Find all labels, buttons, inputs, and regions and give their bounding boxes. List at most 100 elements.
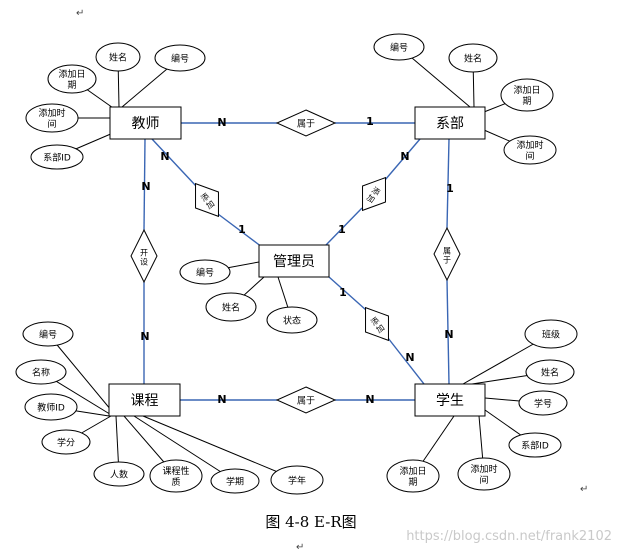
course-attribute	[41, 429, 91, 455]
student-attribute	[525, 359, 575, 385]
entity-student	[414, 383, 486, 417]
relationship-admin_student: 添加	[365, 306, 389, 342]
cardinality-label: 1	[338, 223, 346, 236]
paragraph-mark-top: ↵	[76, 8, 85, 19]
relationship-label: 属于	[297, 396, 315, 407]
student-attribute-label: 学号	[534, 397, 552, 409]
course-attribute	[15, 359, 67, 385]
relationship-course_student: 属于	[275, 386, 337, 414]
relationship-label: 属于	[297, 119, 315, 130]
teacher-attribute-label: 姓名	[109, 51, 127, 63]
course-attribute	[149, 459, 203, 493]
entity-course-label: 课程	[131, 393, 159, 409]
course-attr-connector	[142, 415, 298, 481]
course-attribute	[93, 461, 145, 487]
entity-student-label: 学生	[436, 393, 464, 409]
cardinality-label: N	[217, 393, 226, 406]
watermark: https://blog.csdn.net/frank2102	[406, 529, 612, 544]
relationship-diamond	[275, 109, 337, 137]
cardinality-label: N	[160, 150, 169, 163]
relationship-diamond	[362, 176, 386, 212]
student-attribute	[508, 432, 562, 458]
entity-admin	[258, 244, 330, 278]
admin-attribute	[179, 259, 231, 285]
department-attribute-label: 编号	[390, 41, 408, 53]
course-attribute-label: 名称	[32, 366, 50, 378]
paragraph-mark-bottom: ↵	[296, 542, 305, 553]
teacher-attribute-label: 编号	[171, 52, 189, 64]
course-attribute	[270, 465, 324, 495]
course-attribute	[24, 393, 78, 421]
cardinality-label: N	[141, 180, 150, 193]
teacher-admin-line-a	[151, 138, 197, 187]
course-attribute-label: 教师ID	[37, 401, 65, 413]
course-attribute	[22, 321, 74, 347]
relationship-diamond	[275, 386, 337, 414]
cardinality-label: 1	[339, 286, 347, 299]
student-attribute-label: 添加时间	[470, 462, 497, 485]
admin-attribute-label: 编号	[196, 266, 214, 278]
course-attr-connector	[133, 415, 236, 482]
student-attribute	[524, 319, 578, 349]
teacher-course-line-a	[143, 138, 146, 231]
teacher-attribute	[47, 64, 97, 94]
teacher-attribute	[154, 44, 206, 72]
dept-admin-line-a	[384, 138, 421, 181]
relationship-dept_admin: 添加	[362, 176, 386, 212]
entity-course	[108, 383, 181, 417]
relationship-label: 属于	[443, 246, 451, 264]
cardinality-label: N	[405, 351, 414, 364]
student-attribute-label: 系部ID	[521, 439, 549, 451]
teacher-attribute	[25, 103, 79, 133]
entity-teacher-label: 教师	[132, 116, 160, 132]
department-attribute	[503, 135, 557, 165]
dept-admin-line-b	[325, 207, 363, 246]
relationship-diamond	[195, 182, 219, 218]
student-attribute	[457, 457, 511, 491]
relationship-teacher_dept: 属于	[275, 109, 337, 137]
course-attribute-label: 人数	[110, 468, 128, 480]
entity-department-label: 系部	[436, 116, 464, 132]
cardinality-label: N	[365, 393, 374, 406]
admin-attribute	[205, 292, 257, 322]
cardinality-label: 1	[446, 182, 454, 195]
relationship-diamond	[130, 228, 158, 284]
course-attribute-label: 学期	[226, 475, 244, 487]
relationship-label: 开设	[140, 248, 148, 266]
paragraph-mark-right: ↵	[580, 484, 589, 495]
cardinality-label: N	[400, 150, 409, 163]
teacher-admin-line-b	[217, 213, 263, 248]
department-attribute	[500, 78, 554, 112]
entity-teacher	[109, 106, 182, 140]
teacher-attribute	[30, 144, 84, 170]
student-attribute	[386, 459, 440, 493]
admin-attribute-label: 状态	[283, 314, 301, 326]
admin-attribute	[266, 306, 318, 334]
dept-student-line-a	[446, 138, 450, 229]
course-attr-connector	[47, 333, 117, 417]
teacher-attribute	[95, 42, 141, 72]
admin-attribute-label: 姓名	[222, 301, 240, 313]
course-attribute-label: 课程性质	[162, 464, 189, 487]
relationship-dept_student: 属于	[433, 226, 461, 282]
relationship-teacher_admin: 添加	[195, 182, 219, 218]
admin-student-line-b	[387, 337, 425, 385]
department-attribute	[448, 43, 498, 73]
cardinality-label: N	[444, 328, 453, 341]
cardinality-label: N	[140, 330, 149, 343]
student-attribute-label: 添加日期	[399, 465, 426, 487]
course-attribute-label: 编号	[39, 328, 57, 340]
admin-student-line-a	[328, 276, 367, 311]
teacher-attribute-label: 系部ID	[43, 151, 71, 163]
department-attribute-label: 添加时间	[516, 138, 543, 161]
cardinality-label: N	[217, 116, 226, 129]
course-attribute-label: 学分	[57, 436, 75, 448]
student-attribute-label: 姓名	[541, 366, 559, 378]
student-attribute	[518, 390, 568, 416]
course-attribute-label: 学年	[288, 474, 306, 486]
entity-department	[414, 106, 486, 140]
teacher-attribute-label: 添加时间	[38, 106, 65, 129]
department-attribute	[373, 33, 425, 61]
relationship-diamond	[365, 306, 389, 342]
